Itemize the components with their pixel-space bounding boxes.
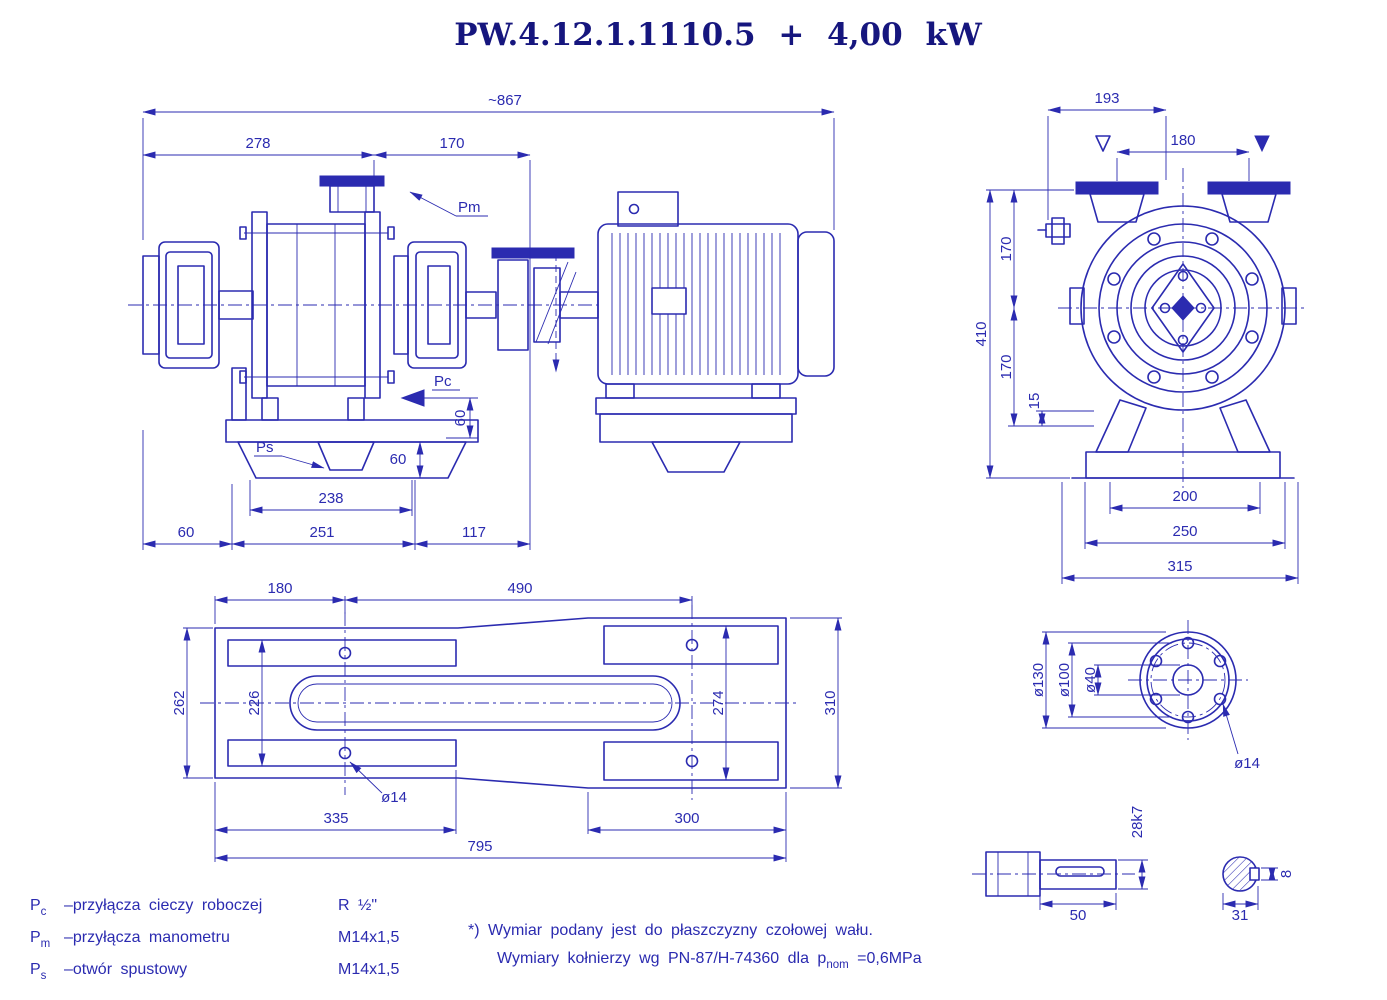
dim-226-label: 226 [246,690,263,715]
surface-finish-filled-icon [1254,135,1270,153]
dim-200-label: 200 [1172,488,1197,505]
dim-795-label: 795 [467,838,492,855]
dim-180-plan-label: 180 [267,580,292,597]
dim-250-label: 250 [1172,523,1197,540]
dim-251-label: 251 [309,524,334,541]
dim-315-label: 315 [1167,558,1192,575]
dim-60-vert-label: 60 [452,410,469,427]
dim-170-lower-label: 170 [998,354,1015,379]
dim-335-label: 335 [323,810,348,827]
dim-31-label: 31 [1232,907,1249,924]
side-view-dimensions: ~867 278 170 60 60 238 251 60 117 Pm Pc … [142,92,835,550]
front-view-drawing [1037,168,1308,488]
dim-100-label: ø100 [1056,663,1073,697]
dim-60-base-label: 60 [390,451,407,468]
dim-117-label: 117 [462,524,486,541]
shaft-detail-dimensions: 50 28k7 31 8 [1039,806,1295,924]
footnote: *) Wymiar podany jest do płaszczyzny czo… [468,922,922,971]
shaft-detail: 50 28k7 31 8 [972,806,1295,924]
plan-view-dimensions: 180 490 262 226 274 310 ø14 335 300 795 [171,580,842,862]
dim-300-label: 300 [674,810,699,827]
drawing-title: PW.4.12.1.1110.5 + 4,00 kW [454,17,983,53]
dim-238-label: 238 [318,490,343,507]
dim-hole-label: ø14 [381,789,407,806]
pm-label: Pm [458,199,481,216]
dim-170-label: 170 [439,135,464,152]
plan-view: 180 490 262 226 274 310 ø14 335 300 795 [171,580,842,862]
flange-detail: ø130 ø100 ø40 ø14 [1030,620,1260,772]
dim-180-label: 180 [1170,132,1195,149]
dim-278-label: 278 [245,135,270,152]
dim-8-label: 8 [1278,870,1295,878]
dim-14-label: ø14 [1234,755,1260,772]
dim-40-label: ø40 [1082,667,1099,693]
dim-490-label: 490 [507,580,532,597]
flange-detail-dimensions: ø130 ø100 ø40 ø14 [1030,631,1260,772]
footnote-line2: Wymiary kołnierzy wg PN-87/H-74360 dla p… [497,950,922,971]
dim-410-label: 410 [973,321,990,346]
side-view: ~867 278 170 60 60 238 251 60 117 Pm Pc … [128,92,835,550]
dim-50-label: 50 [1070,907,1087,924]
front-view-dimensions: 193 180 410 170 170 15 200 250 315 [973,90,1299,584]
shaft-detail-drawing [972,851,1260,897]
pc-label: Pc [434,373,452,390]
dim-274-label: 274 [710,690,727,715]
dim-170-upper-label: 170 [998,236,1015,261]
dim-310-label: 310 [822,690,839,715]
front-view: 193 180 410 170 170 15 200 250 315 [973,90,1308,584]
plan-view-drawing [200,605,800,800]
ps-label: Ps [256,439,274,456]
dim-262-label: 262 [171,690,188,715]
pc-arrow-icon [400,389,425,407]
surface-finish-open-icon [1095,135,1111,152]
dim-60-left-label: 60 [178,524,195,541]
footnote-line1: *) Wymiar podany jest do płaszczyzny czo… [468,922,873,939]
dim-15-label: 15 [1026,393,1043,410]
dim-28k7-label: 28k7 [1129,806,1146,839]
side-view-drawing [128,175,835,479]
dim-overall-label: ~867 [488,92,522,109]
dim-130-label: ø130 [1030,663,1047,697]
dim-193-label: 193 [1094,90,1119,107]
flange-detail-drawing [1128,620,1248,740]
